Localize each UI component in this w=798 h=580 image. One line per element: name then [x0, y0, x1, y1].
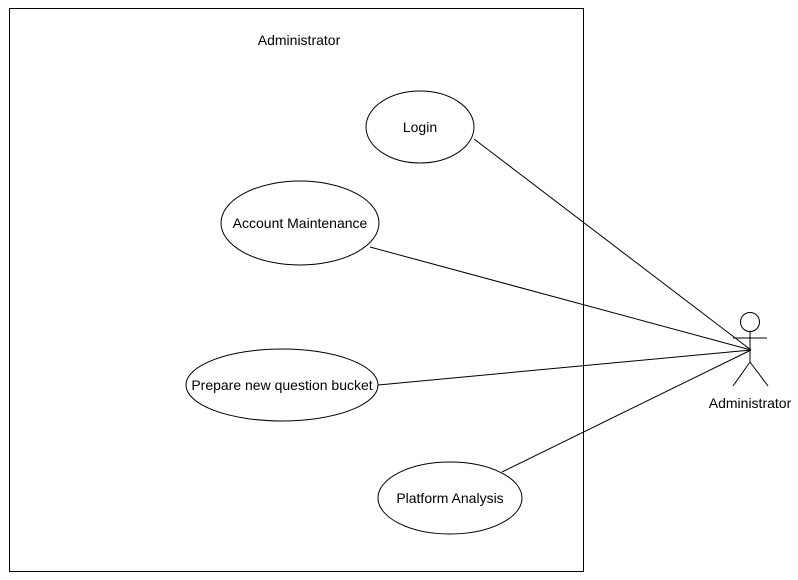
- use-case-account-maintenance-label: Account Maintenance: [233, 215, 368, 231]
- use-case-login-shape: [365, 90, 475, 164]
- use-case-platform-analysis-shape: [377, 461, 523, 535]
- use-case-prepare-question-bucket-shape: [185, 348, 379, 422]
- actor-label: Administrator: [709, 395, 792, 411]
- use-case-prepare-question-bucket-label: Prepare new question bucket: [191, 377, 372, 393]
- use-case-prepare-question-bucket[interactable]: Prepare new question bucket: [185, 348, 379, 422]
- association-platform-analysis: [501, 349, 752, 473]
- association-prepare-question-bucket: [377, 349, 752, 386]
- association-account-maintenance: [369, 246, 752, 351]
- use-case-account-maintenance[interactable]: Account Maintenance: [220, 180, 380, 266]
- use-case-login-label: Login: [403, 119, 437, 135]
- use-case-platform-analysis-label: Platform Analysis: [396, 490, 503, 506]
- actor-administrator[interactable]: Administrator: [709, 312, 792, 412]
- system-boundary-title: Administrator: [258, 32, 341, 48]
- actor-left-leg: [732, 361, 751, 387]
- association-login: [473, 138, 752, 351]
- actor-right-leg: [749, 361, 769, 387]
- use-case-account-maintenance-shape: [220, 180, 380, 266]
- use-case-platform-analysis[interactable]: Platform Analysis: [377, 461, 523, 535]
- use-case-login[interactable]: Login: [365, 90, 475, 164]
- actor-head: [740, 312, 760, 332]
